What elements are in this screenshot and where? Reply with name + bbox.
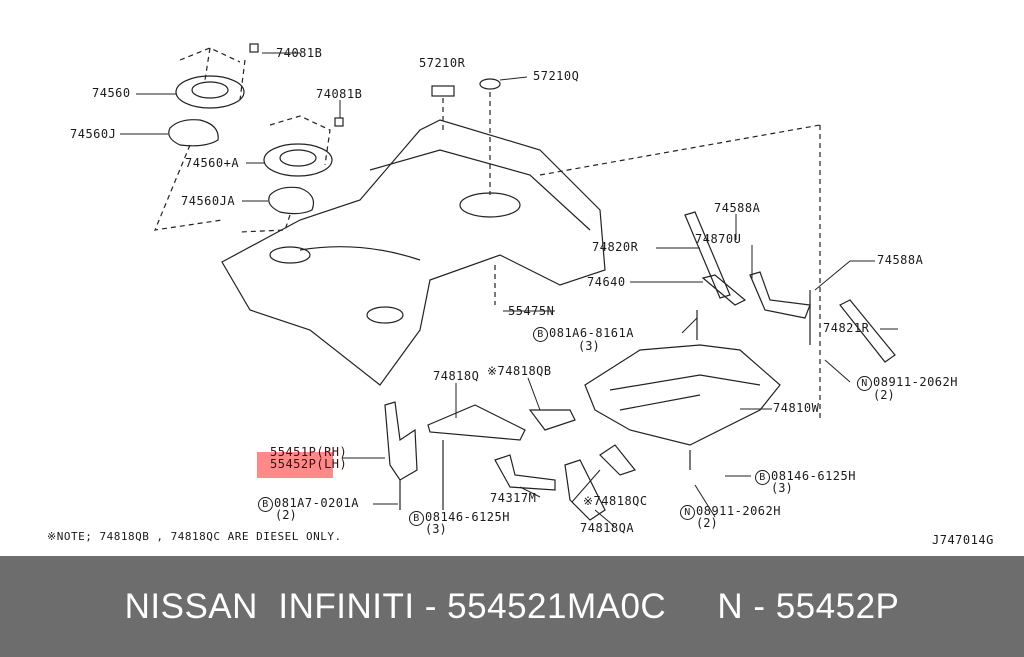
quantity: (2): [696, 517, 718, 530]
label-74081B[interactable]: 74081B: [276, 47, 322, 60]
parts-diagram: 74081B 74560 74081B 74560J 74560+A 74560…: [0, 0, 1024, 556]
label-74870U[interactable]: 74870U: [695, 233, 741, 246]
bolt-marker-icon: B: [258, 497, 273, 512]
bracket-74870U: [750, 272, 810, 318]
label-74640[interactable]: 74640: [587, 276, 626, 289]
label-74818Q[interactable]: 74818Q: [433, 370, 479, 383]
label-74818QB[interactable]: ※74818QB: [487, 365, 552, 378]
bracket-74818QA: [565, 460, 605, 520]
label-74818QA[interactable]: 74818QA: [580, 522, 634, 535]
part-caption: NISSAN INFINITI - 554521MA0C N - 55452P: [125, 587, 900, 627]
nut-marker-icon: N: [680, 505, 695, 520]
part-caption-bar: NISSAN INFINITI - 554521MA0C N - 55452P: [0, 556, 1024, 657]
label-081A7-0201A[interactable]: B081A7-0201A: [258, 497, 359, 512]
parts-drawing: [0, 0, 1024, 556]
speaker-74560A: [264, 144, 332, 176]
quantity: (3): [578, 340, 600, 353]
label-55452P[interactable]: 55452P(LH): [270, 458, 347, 471]
label-57210Q[interactable]: 57210Q: [533, 70, 579, 83]
gasket-74560JA: [269, 187, 314, 213]
label-74588A[interactable]: 74588A: [714, 202, 760, 215]
bolt-marker-icon: B: [409, 511, 424, 526]
undercover-74810W: [585, 345, 780, 445]
quantity: (3): [771, 482, 793, 495]
bracket-74818QC: [600, 445, 635, 475]
label-74588A[interactable]: 74588A: [877, 254, 923, 267]
bracket-74818Q: [428, 405, 525, 440]
label-55475N[interactable]: 55475N: [508, 305, 554, 318]
gasket-74560J: [169, 120, 218, 146]
speaker-74560: [176, 76, 244, 108]
part-number: 081A6-8161A: [549, 326, 634, 340]
quantity: (2): [873, 389, 895, 402]
bracket-74317M: [495, 455, 555, 490]
label-74818QC[interactable]: ※74818QC: [583, 495, 648, 508]
label-74560JA[interactable]: 74560JA: [181, 195, 235, 208]
label-74560A[interactable]: 74560+A: [185, 157, 239, 170]
mudguard-55452P: [385, 402, 417, 480]
quantity: (2): [275, 509, 297, 522]
label-57210R[interactable]: 57210R: [419, 57, 465, 70]
label-74081B[interactable]: 74081B: [316, 88, 362, 101]
label-74560[interactable]: 74560: [92, 87, 131, 100]
nut-marker-icon: N: [857, 376, 872, 391]
label-74560J[interactable]: 74560J: [70, 128, 116, 141]
diesel-note: ※NOTE; 74818QB , 74818QC ARE DIESEL ONLY…: [47, 530, 342, 543]
bolt-marker-icon: B: [755, 470, 770, 485]
label-74810W[interactable]: 74810W: [773, 402, 819, 415]
part-number: 08911-2062H: [873, 375, 958, 389]
bracket-74820R: [685, 212, 730, 298]
label-74820R[interactable]: 74820R: [592, 241, 638, 254]
quantity: (3): [425, 523, 447, 536]
bolt-marker-icon: B: [533, 327, 548, 342]
rear-floor-panel: [222, 120, 605, 385]
diagram-code: J747014G: [932, 534, 994, 547]
label-74821R[interactable]: 74821R: [823, 322, 869, 335]
bracket-74818QB: [530, 410, 575, 430]
label-74317M[interactable]: 74317M: [490, 492, 536, 505]
